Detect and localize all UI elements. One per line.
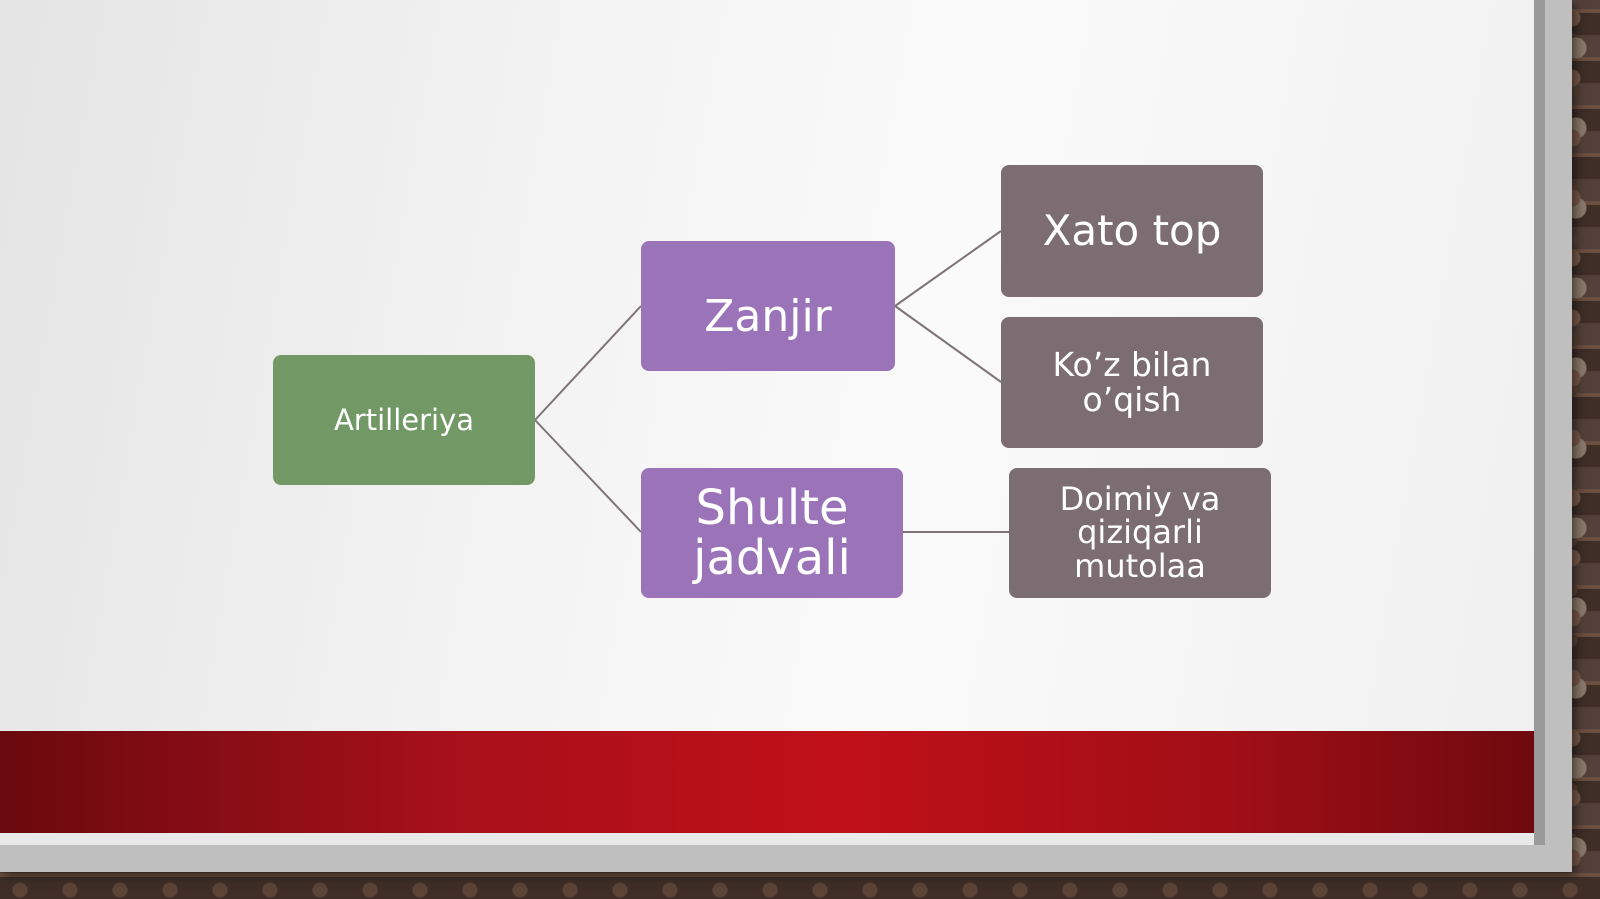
slide-edge-shadow [1534, 0, 1545, 845]
connector-root-to-zanjir [534, 305, 642, 421]
node-leaf-xato-top: Xato top [1001, 165, 1263, 297]
slide-frame [0, 0, 1572, 872]
node-root-artilleriya: Artilleriya [273, 355, 535, 485]
node-branch-shulte-jadvali: Shulte jadvali [641, 468, 903, 598]
node-leaf-koz-bilan-oqish: Ko’z bilan o’qish [1001, 317, 1263, 448]
slide-footer-band [0, 731, 1534, 833]
node-branch-zanjir: Zanjir [641, 241, 895, 371]
slide-frame-inner [0, 0, 1545, 845]
connector-zanjir-to-kozbilan [894, 305, 1002, 383]
node-leaf-doimiy-mutolaa: Doimiy va qiziqarli mutolaa [1009, 468, 1271, 598]
connector-zanjir-to-xato [894, 230, 1002, 307]
connector-root-to-shulte [534, 419, 642, 533]
